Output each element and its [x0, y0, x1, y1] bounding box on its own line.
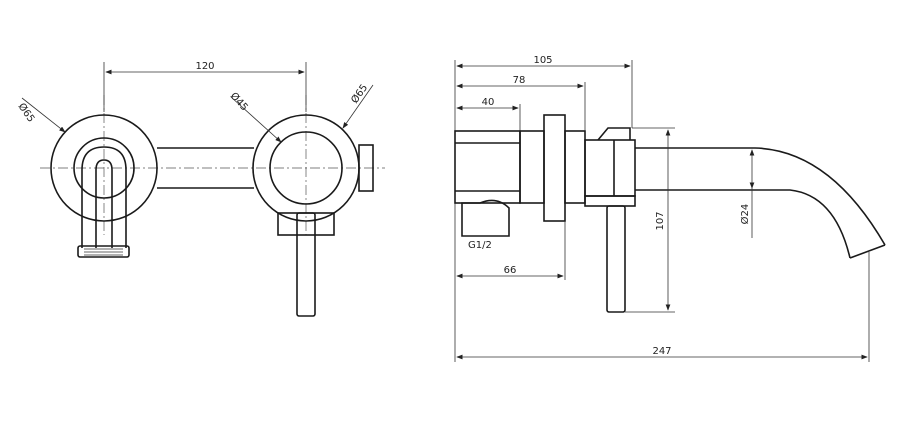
cartridge-body: [564, 130, 586, 204]
dim-o24-label: Ø24: [739, 204, 751, 225]
dim-120-label: 120: [195, 61, 214, 72]
spout-outlet: [849, 244, 886, 259]
valve-sleeve: [519, 130, 545, 204]
leader-left-o65: [21, 97, 66, 133]
leader-right-o65: [342, 84, 374, 129]
dim-105-label: 105: [533, 55, 552, 66]
right-rosette-tab: [358, 144, 374, 192]
lever-handle: [296, 212, 316, 317]
handle-top-cap: [597, 127, 631, 141]
dim-107-label: 107: [655, 211, 666, 230]
handle-housing: [584, 139, 636, 197]
spout-aerator: [77, 245, 130, 258]
dim-247-label: 247: [652, 346, 671, 357]
front-view: 120 Ø65 Ø45 Ø65: [16, 61, 385, 317]
spout-bottom-edge: [635, 189, 851, 259]
thread-label: G1/2: [468, 240, 492, 251]
valve-body: [454, 130, 521, 204]
front-spout: [81, 146, 127, 248]
left-rosette-outer: [50, 114, 158, 222]
spout-top-edge: [635, 147, 886, 246]
dim-o45-label: Ø45: [228, 90, 251, 113]
front-spout-inner: [95, 159, 113, 248]
dim-left-o65-label: Ø65: [16, 101, 38, 125]
handle-bottom-collar: [584, 195, 636, 207]
dim-66-label: 66: [504, 265, 517, 276]
right-rosette-inner: [269, 131, 343, 205]
side-lever: [606, 205, 626, 313]
dim-78-label: 78: [513, 75, 526, 86]
side-view: G1/2 105 78 40 66: [454, 55, 886, 362]
left-rosette-inner: [73, 137, 135, 199]
leader-o45: [230, 96, 282, 143]
inlet-thread: [461, 199, 510, 237]
dim-40-label: 40: [482, 97, 495, 108]
rosette-plate: [543, 114, 566, 222]
